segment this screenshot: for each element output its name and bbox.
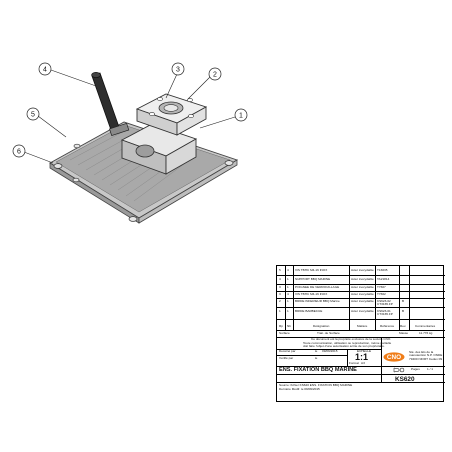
company-address: 79400 NIORT Cedex 09 — [409, 357, 443, 361]
title-block: 5 4 VIS TBHC M4-16 INOX Acier inoxydable… — [276, 265, 445, 402]
upper-clamp — [135, 93, 208, 136]
format-value: A3 — [361, 361, 365, 365]
callout-2: 2 — [213, 72, 217, 79]
designer-label: Dessiné par — [279, 349, 296, 353]
drawing-reference: KS620 — [395, 376, 415, 383]
reproduction-notice: Toute communication, utilisation ou repr… — [303, 340, 392, 345]
callout-5: 5 — [31, 112, 35, 119]
callout-1: 1 — [239, 113, 243, 120]
lower-clamp — [120, 123, 198, 175]
projection-symbol-icon — [393, 367, 405, 373]
pages-label: Pages — [411, 366, 420, 371]
mass-label: Masse — [399, 331, 409, 335]
last-revision: Dernière Modif. le 09/09/2015 — [279, 387, 320, 391]
svg-text:CNO: CNO — [387, 354, 401, 361]
property-notice: Ce document est la propriété exclusive d… — [311, 337, 392, 341]
format-label: Format — [349, 361, 359, 365]
pages-value: 1 / 1 — [427, 366, 434, 371]
treatment-label: Trait. de Surface — [317, 331, 340, 335]
callout-bubbles — [12, 62, 248, 158]
callout-4: 4 — [43, 67, 47, 74]
checker-label: Vérifié par — [279, 356, 294, 360]
callout-6: 6 — [17, 149, 21, 156]
callout-3: 3 — [176, 67, 180, 74]
scale-label: ECHELLE — [357, 349, 372, 353]
corner-screws — [53, 143, 234, 222]
designer-date-label: le — [315, 349, 318, 353]
source-file-path: Source: fichier KS620 ENS. FIXATION BBQ … — [279, 383, 353, 387]
designer-date: 09/09/2015 — [322, 349, 338, 353]
drawing-title: ENS. FIXATION BBQ MARINE — [279, 367, 357, 373]
company-name: Sté. des Ets de la manutention N.P. ONDE — [409, 350, 443, 358]
authorization-notice: doit faire l'objet d'une autorisation éc… — [303, 344, 385, 348]
checker-date-label: le — [315, 356, 318, 360]
leader-lines — [23, 69, 236, 164]
cno-logo: CNO — [383, 352, 405, 362]
mass-value: 11.776 kg — [419, 331, 433, 335]
surface-label: Surface — [279, 331, 290, 335]
locking-handle — [91, 72, 130, 137]
isometric-assembly-drawing: 1 2 3 4 5 6 — [12, 62, 248, 224]
scale-value: 1:1 — [355, 352, 369, 362]
